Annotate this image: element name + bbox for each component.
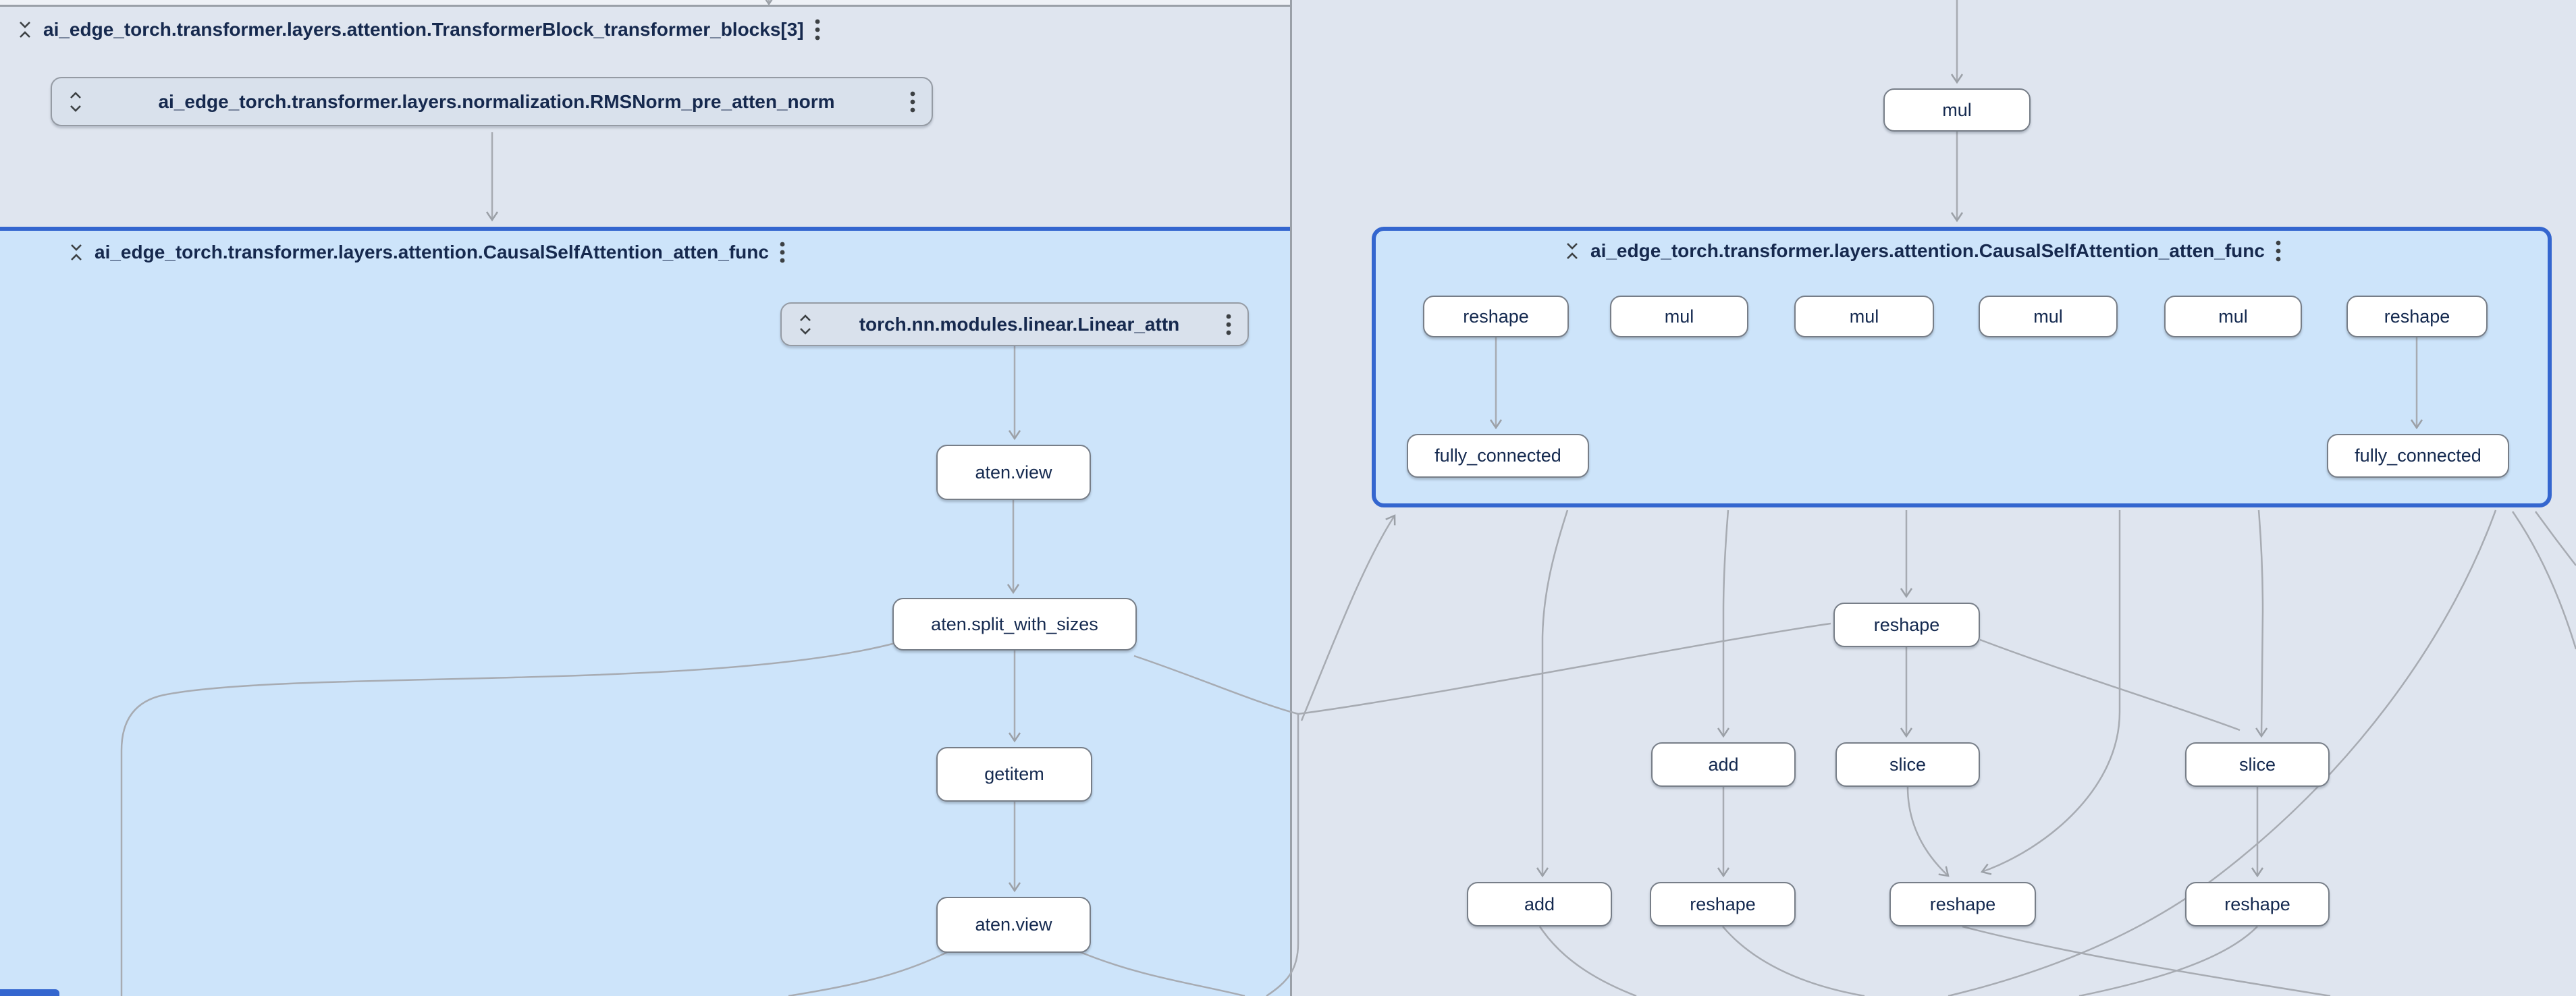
op-node-label: getitem bbox=[984, 764, 1044, 784]
op-node-aten_view_1[interactable]: aten.view bbox=[936, 445, 1091, 500]
edge bbox=[1962, 925, 2331, 996]
edge bbox=[1300, 514, 1396, 721]
more-vert-icon[interactable] bbox=[909, 89, 917, 115]
op-node-label: fully_connected bbox=[2355, 445, 2481, 466]
op-node-reshape_b4[interactable]: reshape bbox=[2185, 882, 2330, 926]
op-node-fully_connected_q[interactable]: fully_connected bbox=[1407, 434, 1589, 478]
edge bbox=[2255, 509, 2268, 738]
collapsed-group-rms-norm[interactable]: ai_edge_torch.transformer.layers.normali… bbox=[51, 77, 933, 126]
more-vert-icon[interactable] bbox=[778, 240, 786, 265]
edge bbox=[1538, 926, 1637, 996]
op-node-add_1[interactable]: add bbox=[1651, 742, 1796, 787]
op-node-label: reshape bbox=[1873, 614, 1940, 635]
op-node-label: fully_connected bbox=[1434, 445, 1561, 466]
edge bbox=[1906, 786, 1950, 877]
op-node-label: reshape bbox=[1929, 893, 1996, 914]
group-header-causal-left[interactable]: ai_edge_torch.transformer.layers.attenti… bbox=[68, 238, 786, 267]
op-node-mul_3[interactable]: mul bbox=[1979, 296, 2118, 337]
node-title: ai_edge_torch.transformer.layers.normali… bbox=[158, 90, 835, 112]
op-node-label: mul bbox=[1664, 306, 1694, 327]
edge bbox=[2511, 511, 2576, 650]
edge bbox=[1980, 510, 2121, 875]
op-node-reshape_k[interactable]: reshape bbox=[2346, 296, 2488, 337]
edge bbox=[2534, 511, 2576, 566]
op-node-label: reshape bbox=[2224, 893, 2290, 914]
op-node-add_2[interactable]: add bbox=[1467, 882, 1612, 926]
op-node-label: reshape bbox=[2384, 306, 2450, 327]
op-node-label: mul bbox=[2218, 306, 2248, 327]
op-node-mul_1[interactable]: mul bbox=[1610, 296, 1748, 337]
op-node-label: add bbox=[1524, 893, 1555, 914]
op-node-aten_split[interactable]: aten.split_with_sizes bbox=[892, 598, 1137, 651]
op-node-label: aten.view bbox=[975, 462, 1052, 482]
op-node-label: mul bbox=[1942, 99, 1972, 120]
op-node-slice_2[interactable]: slice bbox=[2185, 742, 2330, 787]
expand-vertical-icon[interactable] bbox=[797, 312, 814, 337]
op-node-label: mul bbox=[1849, 306, 1879, 327]
edge bbox=[2078, 926, 2258, 996]
expand-vertical-icon[interactable] bbox=[67, 89, 84, 115]
op-node-reshape_b3[interactable]: reshape bbox=[1889, 882, 2036, 926]
op-node-getitem[interactable]: getitem bbox=[936, 747, 1092, 802]
more-vert-icon[interactable] bbox=[1225, 312, 1233, 337]
edge bbox=[1536, 509, 1569, 878]
more-vert-icon[interactable] bbox=[2274, 238, 2282, 264]
op-node-aten_view_2[interactable]: aten.view bbox=[936, 897, 1091, 953]
group-title: ai_edge_torch.transformer.layers.attenti… bbox=[1590, 240, 2265, 261]
edge bbox=[1979, 638, 2240, 731]
op-node-label: slice bbox=[1889, 754, 1926, 775]
collapse-vertical-icon[interactable] bbox=[16, 18, 34, 41]
op-node-reshape_q[interactable]: reshape bbox=[1423, 296, 1569, 337]
op-node-label: aten.split_with_sizes bbox=[931, 613, 1098, 634]
op-node-reshape_b2[interactable]: reshape bbox=[1650, 882, 1796, 926]
op-node-mul_4[interactable]: mul bbox=[2164, 296, 2302, 337]
offscreen-group-border bbox=[0, 989, 59, 996]
collapsed-group-linear-attn[interactable]: torch.nn.modules.linear.Linear_attn bbox=[780, 302, 1249, 346]
node-title: torch.nn.modules.linear.Linear_attn bbox=[859, 313, 1180, 335]
edge bbox=[1717, 509, 1730, 738]
more-vert-icon[interactable] bbox=[813, 17, 822, 43]
edge bbox=[1722, 926, 1865, 996]
op-node-mul_top[interactable]: mul bbox=[1883, 88, 2031, 132]
group-title: ai_edge_torch.transformer.layers.attenti… bbox=[43, 19, 804, 40]
op-node-label: add bbox=[1708, 754, 1739, 775]
group-header-causal-right[interactable]: ai_edge_torch.transformer.layers.attenti… bbox=[1563, 236, 2282, 266]
transformer-block-right-border bbox=[1290, 0, 1292, 996]
parent-scope-strip bbox=[0, 0, 1292, 7]
op-node-label: reshape bbox=[1463, 306, 1529, 327]
group-title: ai_edge_torch.transformer.layers.attenti… bbox=[95, 242, 769, 262]
group-header-transformer-block[interactable]: ai_edge_torch.transformer.layers.attenti… bbox=[16, 15, 822, 45]
op-node-label: slice bbox=[2238, 754, 2276, 775]
collapse-vertical-icon[interactable] bbox=[1563, 240, 1581, 262]
op-node-label: aten.view bbox=[975, 914, 1052, 935]
op-node-reshape_mid[interactable]: reshape bbox=[1833, 603, 1980, 647]
op-node-fully_connected_k[interactable]: fully_connected bbox=[2327, 434, 2509, 478]
op-node-slice_1[interactable]: slice bbox=[1835, 742, 1980, 787]
collapse-vertical-icon[interactable] bbox=[68, 241, 85, 264]
op-node-label: reshape bbox=[1690, 893, 1756, 914]
op-node-mul_2[interactable]: mul bbox=[1794, 296, 1934, 337]
op-node-label: mul bbox=[2033, 306, 2063, 327]
